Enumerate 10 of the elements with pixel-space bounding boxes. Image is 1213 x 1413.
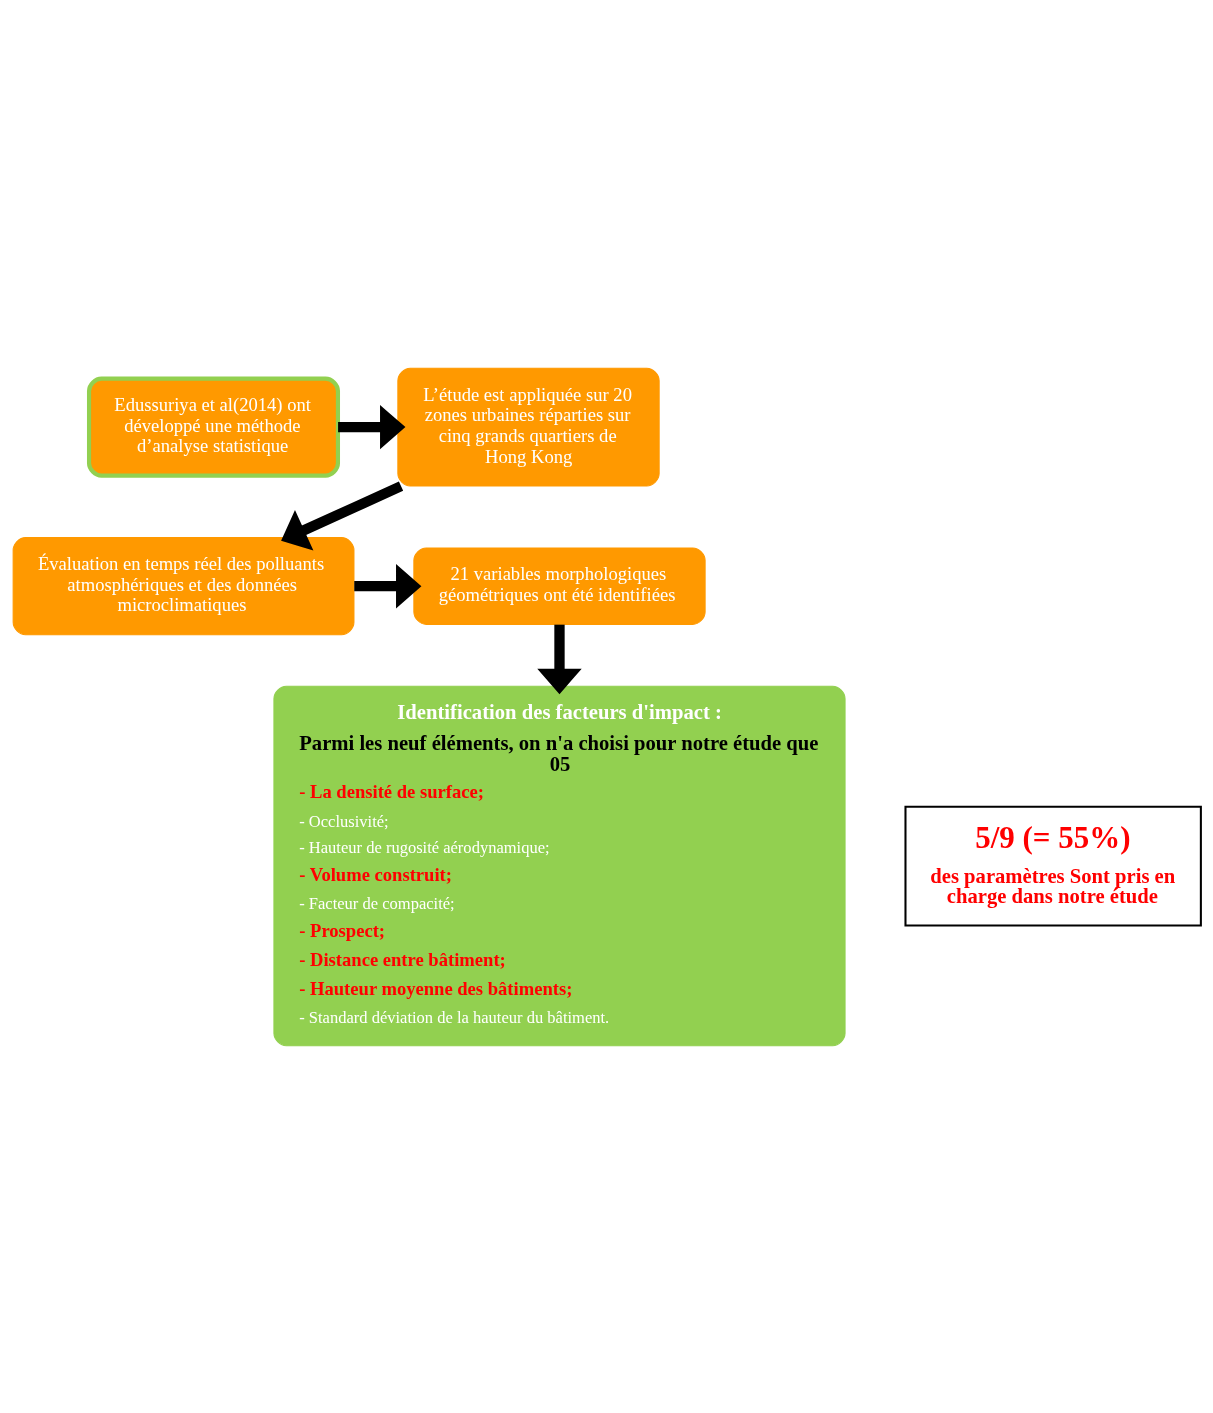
arrow: [337, 404, 405, 449]
node-box: Edussuriya et al(2014) ont développé une méthode d’analyse statistique: [86, 376, 340, 478]
arrow: [353, 563, 421, 608]
node-box: 5/9 (= 55%) des paramètres Sont pris en charge dans notre étude: [903, 805, 1202, 926]
node-box: L’étude est appliquée sur 20 zones urbaines réparties sur cinq grands quartiers de Hong Kong: [396, 367, 660, 486]
arrow: [280, 480, 403, 550]
node-box: 21 variables morphologiques géométriques ont été identifiées: [412, 546, 706, 625]
node-box: Identification des facteurs d'impact : Parmi les neuf éléments, on n'a choisi pour notre étude que 05 - La densité de surface; - Occlusivité; - Hauteur de rugosité aérodynamique; - Volume construit; - Facteur de compacité; - Prospect; - Distance entre bâtiment; - Hauteur moyenne des bâtiments; - Standard déviation de la hauteur du bâtiment.: [272, 685, 846, 1046]
node-box: Évaluation en temps réel des polluants atmosphériques et des données microclimatiques: [12, 536, 354, 635]
arrow: [536, 624, 582, 694]
